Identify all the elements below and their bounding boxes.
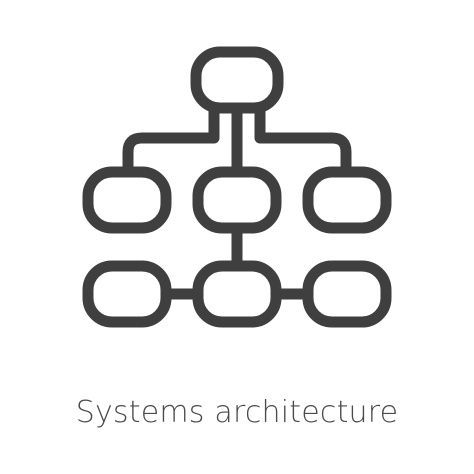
- caption-label: Systems architecture: [75, 395, 399, 430]
- node-level3-left: [82, 260, 172, 328]
- node-level2-right: [302, 166, 392, 234]
- node-level3-right: [302, 260, 392, 328]
- node-root: [190, 46, 284, 114]
- node-level2-left: [82, 166, 172, 234]
- node-level2-middle: [192, 166, 282, 234]
- connector-root-to-right: [254, 102, 352, 178]
- connector-root-to-left: [122, 102, 220, 178]
- node-level3-middle: [192, 260, 282, 328]
